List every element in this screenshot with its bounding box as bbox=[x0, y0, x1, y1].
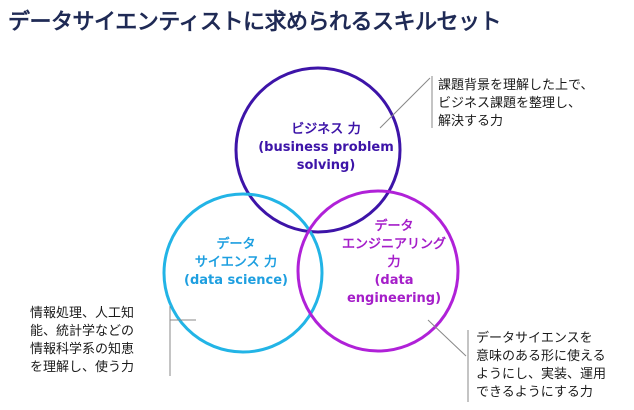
science-note-line: 能、統計学などの bbox=[30, 324, 135, 339]
data-engineering-note: データサイエンスを 意味のある形に使える ようにし、実装、運用 できるようにする… bbox=[476, 330, 606, 402]
engineering-note-line: データサイエンスを bbox=[476, 331, 593, 346]
business-name: ビジネス 力 bbox=[291, 122, 361, 137]
engineering-name-line3: 力 bbox=[387, 255, 401, 270]
business-note: 課題背景を理解した上で、 ビジネス課題を整理し、 解決する力 bbox=[438, 77, 593, 131]
engineering-note-line: できるようにする力 bbox=[476, 385, 593, 400]
business-note-line: 解決する力 bbox=[438, 114, 504, 129]
business-note-line: 課題背景を理解した上で、 bbox=[438, 78, 594, 93]
engineering-en-line2: engineering) bbox=[346, 291, 442, 306]
science-name-line1: データ bbox=[216, 237, 256, 252]
business-label: ビジネス 力 (business problem solving) bbox=[246, 121, 406, 175]
engineering-note-line: ようにし、実装、運用 bbox=[476, 367, 607, 382]
science-note-line: 情報科学系の知恵 bbox=[30, 342, 135, 357]
science-note-line: 情報処理、人工知 bbox=[30, 306, 135, 321]
engineering-en-line1: (data bbox=[374, 273, 414, 288]
business-note-line: ビジネス課題を整理し、 bbox=[438, 96, 582, 111]
science-en: (data science) bbox=[184, 273, 288, 288]
science-name-line2: サイエンス 力 bbox=[194, 255, 278, 270]
page-title: データサイエンティストに求められるスキルセット bbox=[8, 10, 501, 35]
business-callout-line bbox=[379, 77, 431, 129]
engineering-name-line2: エンジニアリング bbox=[341, 237, 446, 252]
science-note-line: を理解し、使う力 bbox=[30, 360, 135, 375]
engineering-name-line1: データ bbox=[374, 219, 414, 234]
engineering-note-line: 意味のある形に使える bbox=[476, 349, 606, 364]
business-circle bbox=[234, 66, 402, 234]
data-science-note: 情報処理、人工知 能、統計学などの 情報科学系の知恵 を理解し、使う力 bbox=[30, 305, 134, 377]
engineering-callout-line bbox=[427, 319, 467, 357]
data-engineering-label: データ エンジニアリング 力 (data engineering) bbox=[324, 218, 464, 308]
data-science-label: データ サイエンス 力 (data science) bbox=[166, 236, 306, 290]
business-en-line1: (business problem bbox=[258, 140, 394, 155]
data-engineering-circle bbox=[296, 189, 460, 353]
business-en-line2: solving) bbox=[296, 158, 356, 173]
data-science-circle bbox=[162, 192, 324, 354]
